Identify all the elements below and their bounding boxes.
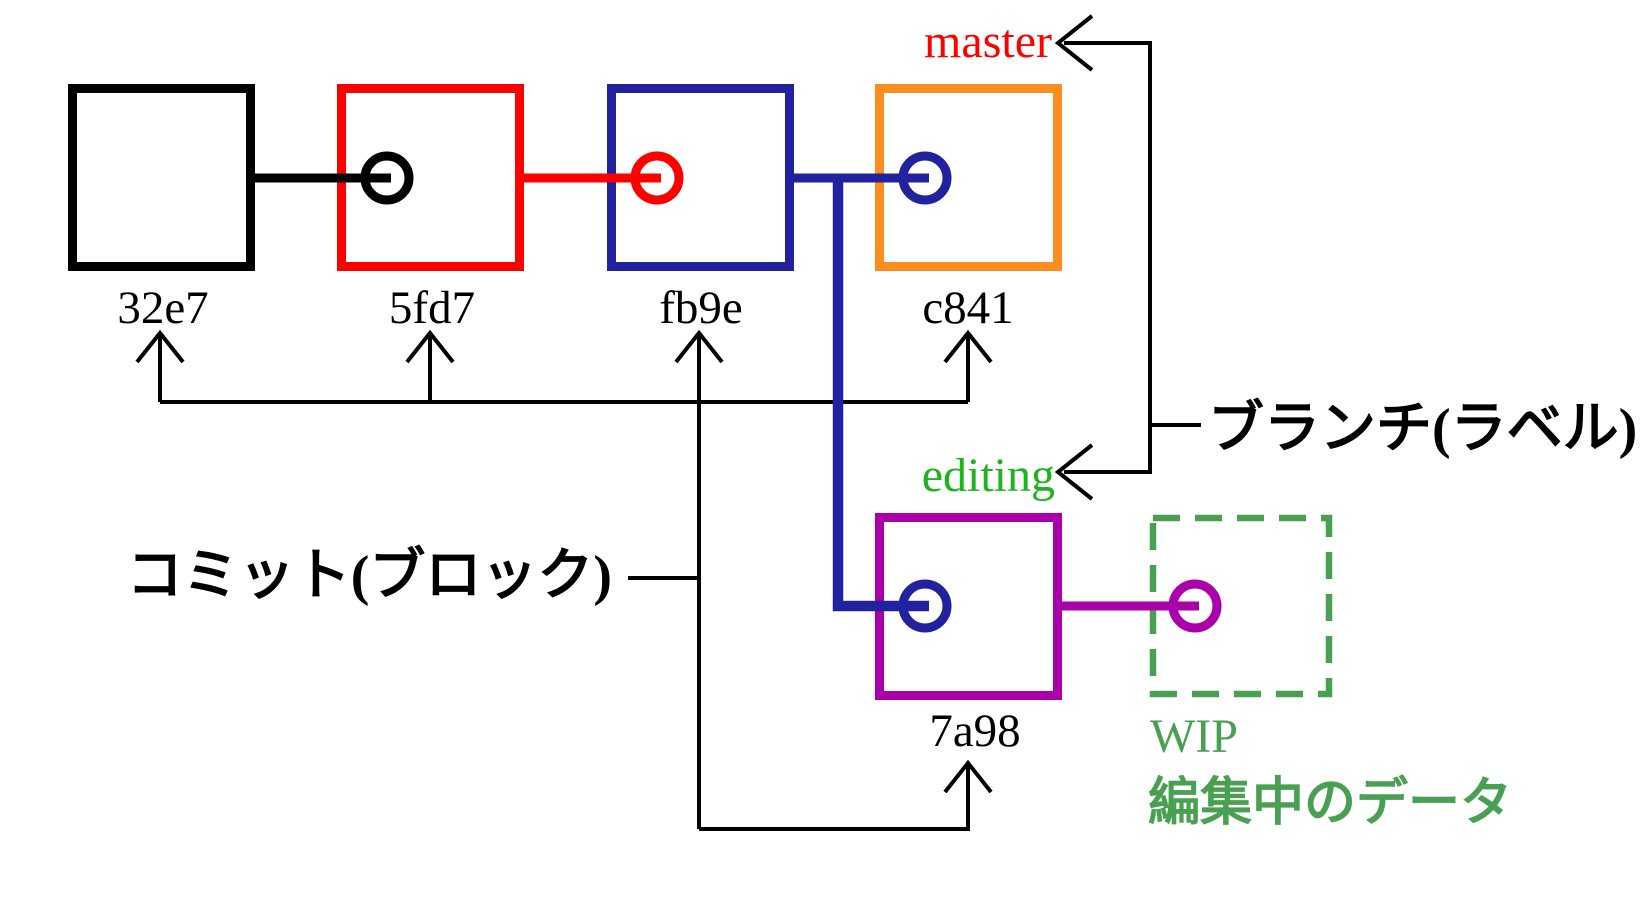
link-fb9e-to-7a98-branch xyxy=(832,178,929,612)
commit-hash-7a98: 7a98 xyxy=(929,705,1020,757)
commit-hash-32e7: 32e7 xyxy=(117,282,208,334)
arrow-line-7a98 xyxy=(699,766,970,831)
branch-callout-text: ブランチ(ラベル) xyxy=(1208,397,1637,460)
branch-label-master: master xyxy=(924,15,1052,68)
wip-description: 編集中のデータ xyxy=(1148,774,1512,832)
arrowhead-up-5fd7-icon xyxy=(405,329,455,364)
wip-label: WIP xyxy=(1150,710,1238,763)
commit-hash-fb9e: fb9e xyxy=(659,282,743,334)
wip-dashed-box xyxy=(1149,514,1333,698)
commit-callout-text: コミット(ブロック) xyxy=(127,544,612,607)
arrowhead-left-master-icon xyxy=(1054,14,1094,72)
arrowhead-left-editing-icon xyxy=(1054,443,1094,501)
branch-label-editing: editing xyxy=(922,449,1055,502)
arrowhead-up-fb9e-icon xyxy=(674,329,724,364)
arrowhead-up-c841-icon xyxy=(943,329,993,364)
branch-callout-connector xyxy=(1064,41,1152,474)
commit-box-32e7 xyxy=(68,84,255,271)
arrowhead-up-32e7-icon xyxy=(135,329,185,364)
arrowhead-up-7a98-icon xyxy=(943,759,993,794)
commit-hash-5fd7: 5fd7 xyxy=(389,282,475,334)
commit-hash-c841: c841 xyxy=(922,282,1013,334)
